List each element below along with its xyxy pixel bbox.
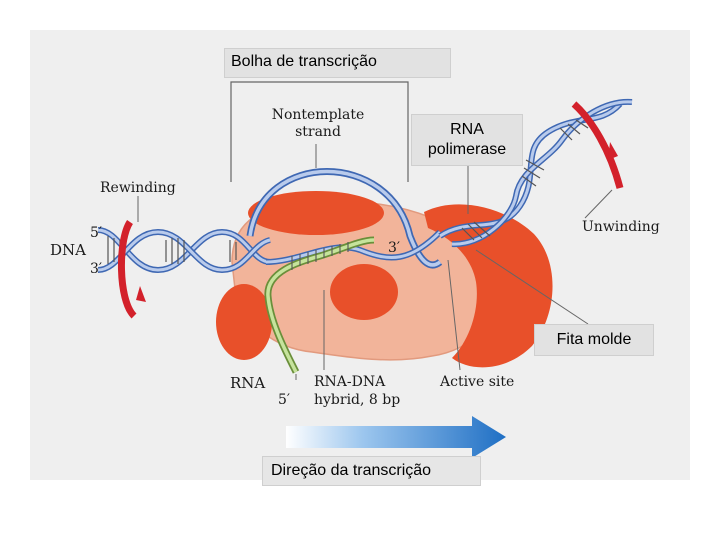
rna-dna-base-pairs [291,242,349,270]
rna-polymerase-label: RNA polimerase [411,114,523,166]
leader-lines [137,144,613,380]
transcription-direction-label: Direção da transcrição [262,456,481,486]
dna-three-prime-label: 3′ [90,261,102,277]
unwinding-arrow [571,101,624,189]
rna-dna-hybrid-label: RNA-DNA [314,374,386,390]
rna-dna-hybrid-label-2: hybrid, 8 bp [314,392,400,408]
rewinding-arrow [117,220,146,319]
enzyme-lobe-center [330,264,398,320]
template-strand-label: Fita molde [534,324,654,356]
active-site-label: Active site [439,374,514,390]
nontemplate-strand-label-2: strand [295,124,341,140]
rna-five-prime-label: 5′ [278,392,290,408]
dna-label: DNA [50,241,86,259]
enzyme-lobe-left [216,284,272,360]
transcription-bubble-label: Bolha de transcrição [224,48,451,78]
unwinding-label: Unwinding [582,219,660,235]
rna-three-prime-label: 3′ [388,240,400,256]
rewinding-label: Rewinding [100,180,176,196]
transcription-direction-arrow [286,416,506,458]
enzyme-lobe-top [248,191,384,235]
nontemplate-strand-label: Nontemplate [272,107,365,123]
rna-label: RNA [230,374,265,392]
bubble-bracket [230,81,409,182]
dna-five-prime-label: 5′ [90,225,102,241]
